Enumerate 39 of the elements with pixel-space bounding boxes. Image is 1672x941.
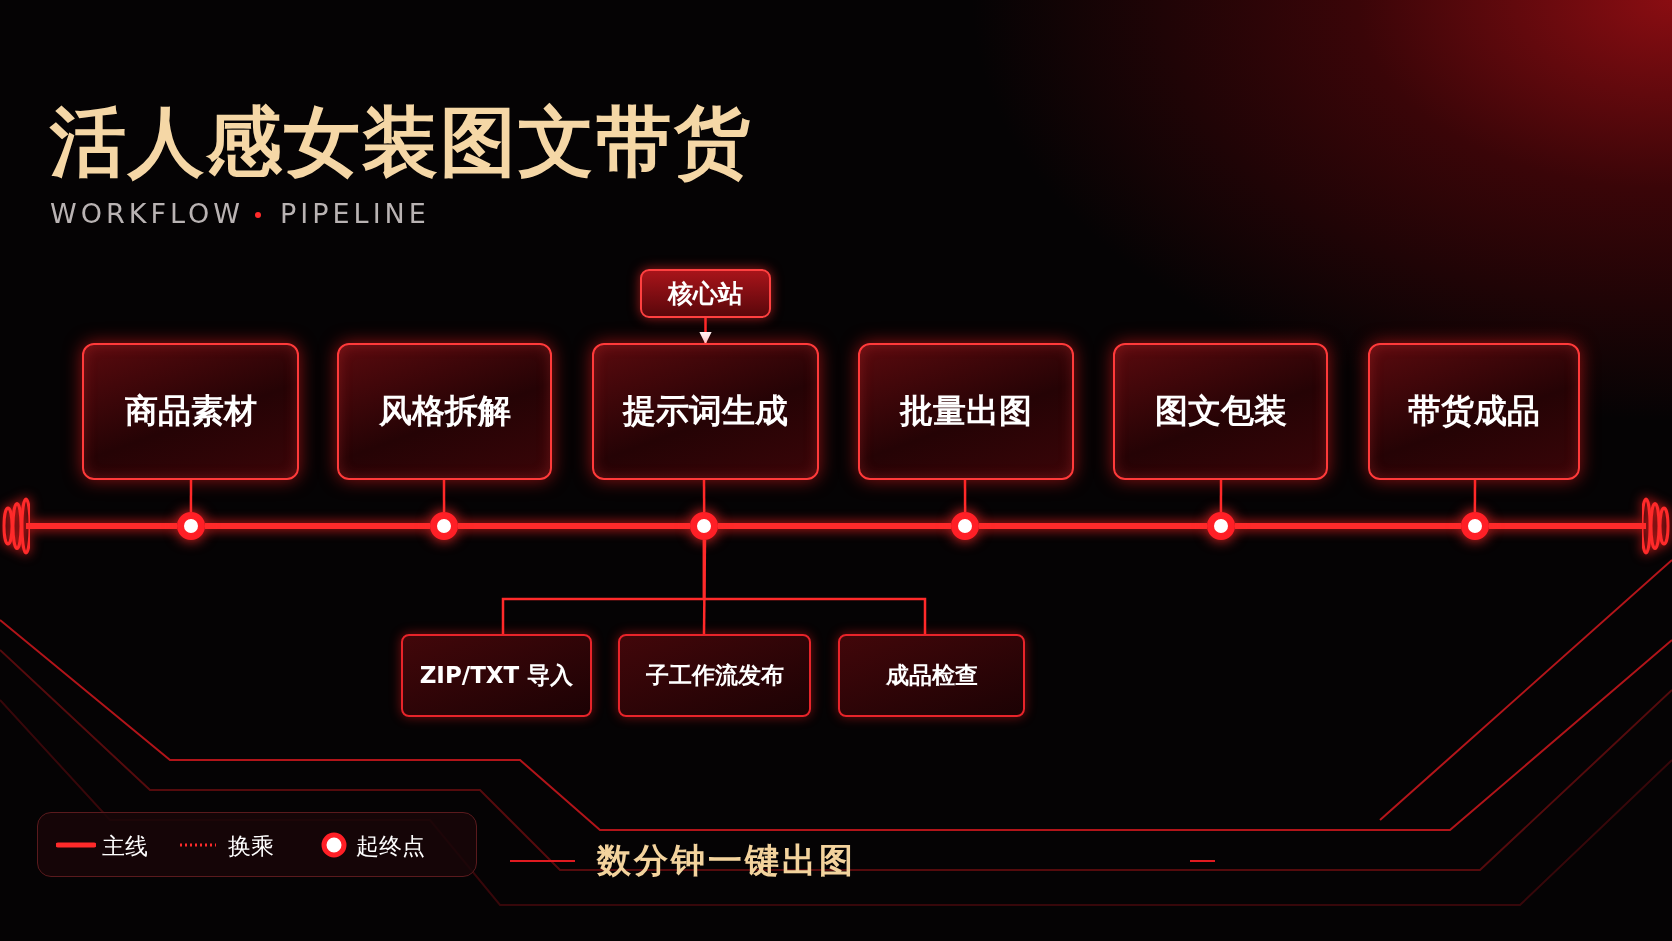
title: 活人感女装图文带货 — [50, 96, 752, 188]
connector-line — [189, 480, 193, 512]
process-box: 商品素材 — [82, 343, 299, 480]
connector-line — [1473, 480, 1477, 512]
subtask-box: 子工作流发布 — [618, 634, 811, 717]
subtitle-text: PIPELINE — [280, 198, 430, 229]
main-line — [458, 523, 690, 529]
core-station-tag: 核心站 — [640, 269, 771, 318]
legend-label: 主线 — [102, 832, 148, 861]
process-box: 图文包装 — [1113, 343, 1328, 480]
station-circle — [1207, 512, 1235, 540]
main-line — [205, 523, 430, 529]
connector-line — [702, 480, 706, 512]
connector-line — [699, 318, 712, 345]
main-line — [979, 523, 1207, 529]
station-circle — [177, 512, 205, 540]
legend-label: 起终点 — [356, 832, 425, 861]
station-circle — [430, 512, 458, 540]
station-circle — [1461, 512, 1489, 540]
station-circle — [951, 512, 979, 540]
subtask-box: 成品检查 — [838, 634, 1025, 717]
main-line — [2, 497, 177, 555]
subtitle-text: WORKFLOW — [50, 198, 244, 229]
process-box: 带货成品 — [1368, 343, 1580, 480]
station-circle — [690, 512, 718, 540]
legend-label: 换乘 — [228, 832, 274, 861]
main-line — [1489, 497, 1670, 555]
main-line — [718, 523, 951, 529]
connector-line — [702, 540, 927, 634]
connector-line — [1219, 480, 1223, 512]
connector-line — [442, 480, 446, 512]
process-box: 提示词生成 — [592, 343, 819, 480]
connector-line — [702, 539, 707, 634]
caption: 数分钟一键出图 — [597, 839, 856, 882]
connector-line — [963, 480, 967, 512]
subtask-box: ZIP/TXT 导入 — [401, 634, 592, 717]
main-line — [1235, 523, 1461, 529]
process-box: 风格拆解 — [337, 343, 552, 480]
process-box: 批量出图 — [858, 343, 1074, 480]
